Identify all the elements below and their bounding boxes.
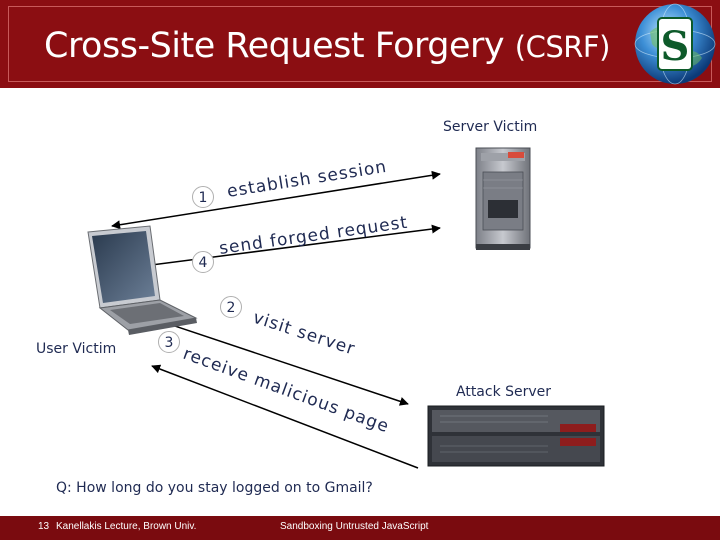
attack-server-label: Attack Server: [456, 384, 552, 400]
rack-server-icon: [427, 405, 605, 467]
step-2-text: visit server: [250, 308, 357, 360]
page-number: 13: [38, 521, 50, 532]
step-1-marker: 1: [192, 186, 214, 208]
footer-center-text: Sandboxing Untrusted JavaScript: [280, 521, 429, 532]
arrow-receive-malicious-page: [151, 364, 419, 469]
stanford-globe-logo: S: [634, 3, 716, 85]
logo-letter: S: [661, 23, 690, 70]
footer-left-text: Kanellakis Lecture, Brown Univ.: [56, 521, 197, 532]
question-text: Q: How long do you stay logged on to Gma…: [56, 480, 373, 496]
step-4-text: send forged request: [218, 213, 409, 259]
step-3-text: receive malicious page: [180, 344, 392, 437]
footer-bar: [0, 516, 720, 540]
title-acronym: (CSRF): [514, 30, 611, 64]
user-victim-label: User Victim: [36, 341, 117, 357]
title-main: Cross-Site Request Forgery: [44, 26, 505, 66]
arrow-send-forged-request: [111, 224, 441, 274]
laptop-icon: [87, 225, 198, 335]
step-4-marker: 4: [192, 251, 214, 273]
server-tower-icon: [475, 147, 531, 250]
step-2-marker: 2: [220, 296, 242, 318]
title-bar: [0, 0, 720, 88]
arrow-establish-session: [111, 170, 441, 230]
step-3-marker: 3: [158, 331, 180, 353]
server-victim-label: Server Victim: [443, 119, 538, 135]
slide-title: Cross-Site Request Forgery (CSRF): [44, 26, 610, 66]
